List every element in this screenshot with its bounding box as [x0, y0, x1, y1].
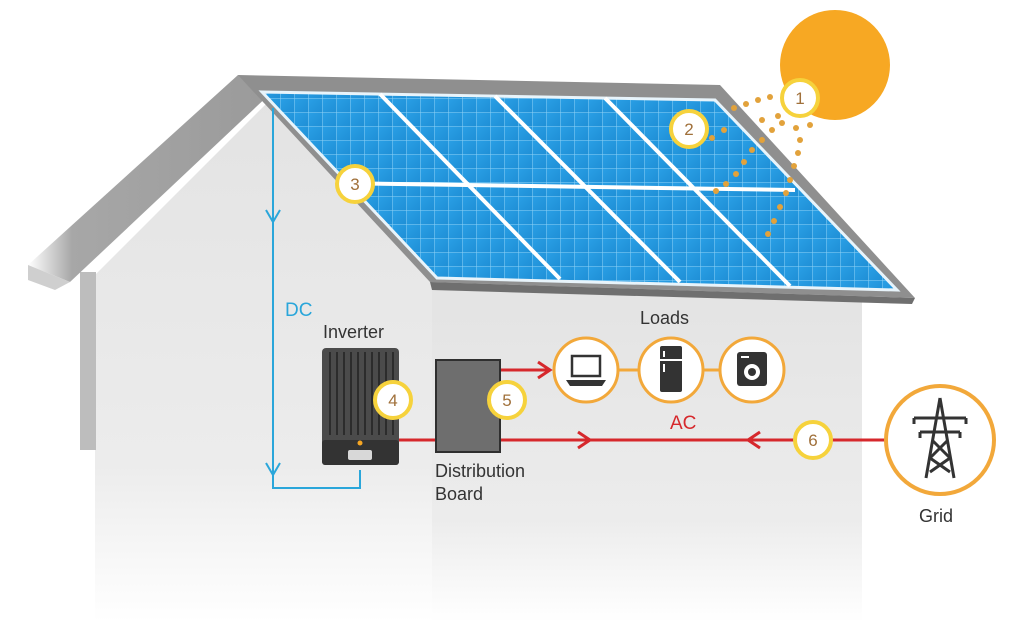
sun-rays: [709, 94, 813, 237]
inverter: Inverter: [322, 322, 399, 465]
ac-arrow: [537, 360, 553, 380]
loads-label: Loads: [640, 308, 689, 328]
panel-divider: [493, 94, 682, 284]
grid-label: Grid: [919, 506, 953, 526]
marker-4: 4: [373, 380, 413, 420]
svg-text:5: 5: [502, 391, 511, 410]
svg-text:1: 1: [795, 89, 804, 108]
svg-text:6: 6: [808, 431, 817, 450]
panel-divider: [378, 92, 562, 281]
marker-6: 6: [793, 420, 833, 460]
ac-arrow: [745, 430, 761, 450]
load-laptop: [552, 336, 620, 404]
porch-post: [80, 272, 96, 450]
distribution-label-line1: Distribution: [435, 461, 525, 481]
inverter-label: Inverter: [323, 322, 384, 342]
ac-label: AC: [670, 413, 696, 434]
washing-machine-icon: [737, 352, 767, 386]
marker-5: 5: [487, 380, 527, 420]
ac-arrow: [577, 430, 593, 450]
house-right-wall: [432, 280, 862, 622]
dc-arrow: [265, 209, 281, 224]
fridge-icon: [660, 346, 682, 392]
grid-circle: [884, 384, 996, 496]
distribution-label-line2: Board: [435, 484, 483, 504]
laptop-icon: [566, 354, 606, 386]
numbered-markers: 1 2 3 4 5 6: [335, 78, 833, 460]
dc-line: [272, 108, 361, 489]
panel-divider: [334, 181, 796, 192]
svg-text:4: 4: [388, 391, 397, 410]
roof-left-slope: [28, 75, 272, 282]
panel-divider: [603, 96, 792, 288]
dc-arrow: [265, 462, 281, 477]
roof-eave: [28, 265, 70, 290]
solar-panel-array: [258, 90, 901, 292]
dc-label: DC: [285, 300, 312, 321]
svg-text:3: 3: [350, 175, 359, 194]
marker-1: 1: [780, 78, 820, 118]
house-gable-wall: [95, 95, 432, 622]
pylon-icon: [912, 397, 968, 479]
grid: Grid: [884, 384, 996, 526]
inverter-led: [357, 440, 363, 446]
svg-text:2: 2: [684, 120, 693, 139]
solar-panels: [262, 92, 897, 290]
roof-edge: [430, 282, 915, 304]
marker-2: 2: [669, 109, 709, 149]
loads: Loads: [552, 308, 786, 404]
dc-wiring: DC: [265, 108, 361, 489]
marker-3: 3: [335, 164, 375, 204]
inverter-display: [348, 450, 372, 460]
